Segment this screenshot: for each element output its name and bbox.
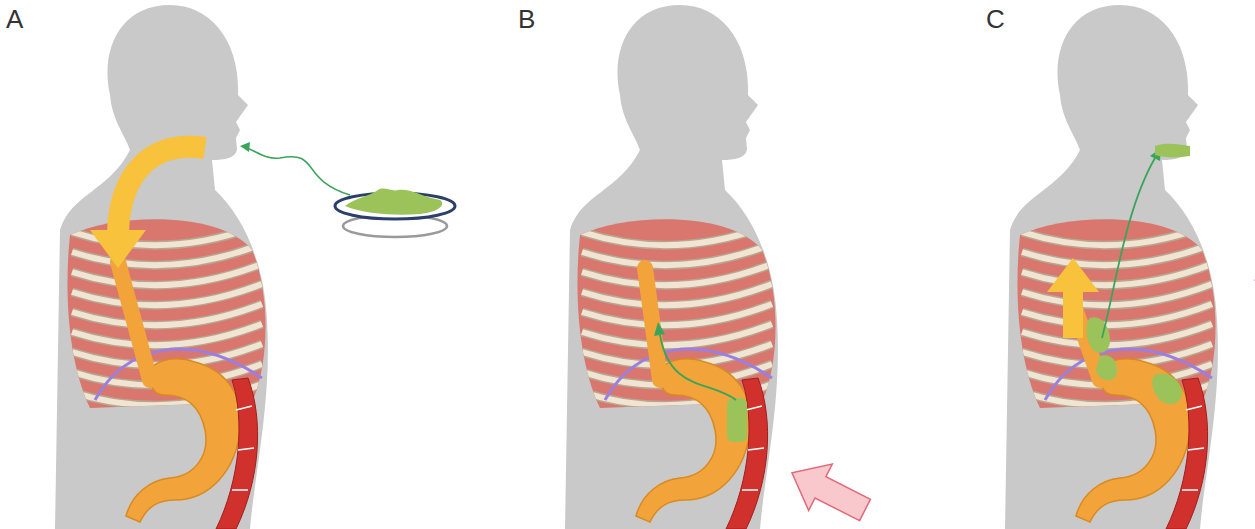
food [1096, 355, 1117, 380]
food-path-arrow-head [654, 322, 665, 336]
food-path-arrow [246, 148, 350, 195]
body-figure [50, 5, 280, 529]
food [1152, 374, 1182, 405]
swallow-arrow-head [90, 230, 146, 268]
panel-b [560, 5, 1255, 529]
food [727, 398, 747, 442]
panel-letter: B [518, 6, 535, 32]
panel-c [1000, 5, 1230, 529]
abdominal-push-arrow [780, 450, 877, 529]
chest-expansion-arrow [1247, 222, 1255, 312]
reflux-arrow-head [1047, 258, 1099, 292]
panel-a [50, 5, 455, 529]
esophagus [118, 262, 150, 380]
body-figure [1000, 5, 1230, 529]
swallow-arrow [118, 147, 205, 232]
food-path-arrow-head [240, 142, 250, 152]
reflux-arrow [1063, 288, 1083, 338]
food-path-arrow [1102, 158, 1155, 338]
panel-letter: C [986, 6, 1005, 32]
food [345, 189, 442, 215]
panel-letter: A [6, 6, 23, 32]
food-path-arrow [660, 335, 736, 400]
body-figure [560, 5, 790, 529]
food-at-mouth [1155, 144, 1190, 158]
